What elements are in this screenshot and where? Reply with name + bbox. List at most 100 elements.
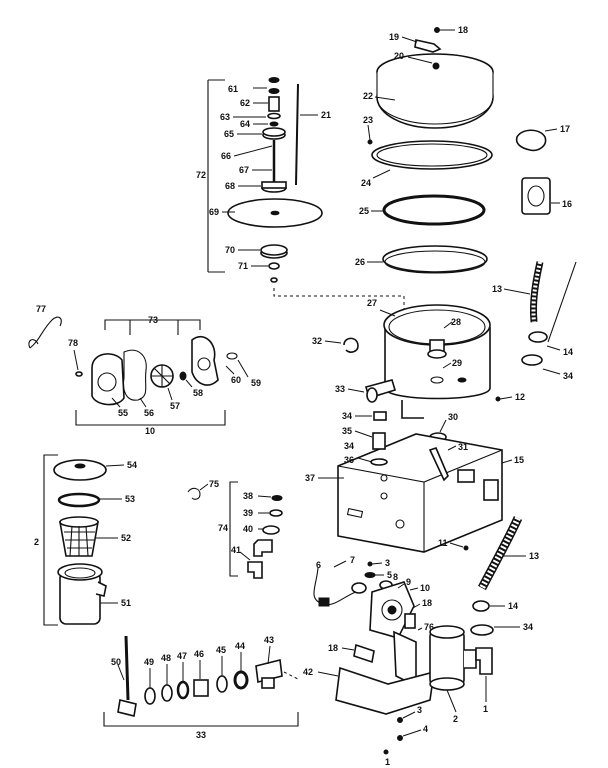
bracket-2 xyxy=(43,454,58,626)
label-43: 43 xyxy=(264,635,274,645)
label-2-housing: 2 xyxy=(453,714,458,724)
label-14-lower: 14 xyxy=(508,601,518,611)
part-14-clamp xyxy=(528,331,548,343)
leader-55 xyxy=(111,397,121,408)
leader-54 xyxy=(105,464,125,467)
part-44 xyxy=(233,670,249,690)
leader-31 xyxy=(447,445,457,451)
distributor-stack xyxy=(207,77,405,312)
right-small-parts xyxy=(503,128,577,375)
label-56: 56 xyxy=(144,408,154,418)
label-50: 50 xyxy=(111,657,121,667)
leader-20 xyxy=(407,56,433,64)
part-61b xyxy=(268,88,280,94)
label-75: 75 xyxy=(209,479,219,489)
part-25-oring xyxy=(382,194,486,226)
leader-27 xyxy=(379,309,396,317)
label-64: 64 xyxy=(240,119,250,129)
part-43-port xyxy=(261,677,275,689)
part-43-body xyxy=(255,659,283,683)
bracket-10 xyxy=(75,410,226,426)
leader-42 xyxy=(317,671,339,677)
part-70-top xyxy=(260,244,288,256)
label-15: 15 xyxy=(514,455,524,465)
label-54: 54 xyxy=(127,460,137,470)
tub-assembly xyxy=(324,304,513,442)
tub-elbow xyxy=(401,400,424,419)
part-52-mesh xyxy=(64,525,95,557)
leader-58 xyxy=(185,379,193,388)
leader-41 xyxy=(239,551,251,561)
part-52-rim xyxy=(59,516,99,528)
label-13-upper: 13 xyxy=(492,284,502,294)
label-34-lower: 34 xyxy=(523,622,533,632)
part-71 xyxy=(268,262,280,270)
part-15-elbow xyxy=(457,469,475,483)
base-cabinet xyxy=(318,411,513,553)
label-18-low: 18 xyxy=(328,643,338,653)
label-13-lower: 13 xyxy=(529,551,539,561)
leader-3b xyxy=(402,711,416,719)
part-19-handle xyxy=(414,39,442,53)
part-65-top xyxy=(262,127,286,137)
part-61 xyxy=(268,77,280,83)
label-77: 77 xyxy=(36,304,46,314)
label-70: 70 xyxy=(225,245,235,255)
volute-eye xyxy=(197,357,211,371)
label-1-bottom: 1 xyxy=(385,757,390,767)
part-51-port xyxy=(95,581,107,597)
label-34-mid2: 34 xyxy=(344,441,354,451)
label-28: 28 xyxy=(451,317,461,327)
label-62: 62 xyxy=(240,98,250,108)
leader-43 xyxy=(267,645,271,665)
part-34b xyxy=(373,411,387,421)
label-26: 26 xyxy=(355,257,365,267)
leader-9 xyxy=(397,583,405,589)
part-46 xyxy=(193,679,209,697)
label-51: 51 xyxy=(121,598,131,608)
part-50-pipe xyxy=(124,635,130,701)
part-41a xyxy=(253,539,273,557)
part-13-hose-lower xyxy=(478,516,523,591)
label-68: 68 xyxy=(225,181,235,191)
part-labels: 18 19 20 22 23 24 25 26 17 16 13 14 34 6… xyxy=(34,25,573,767)
part-54-knob xyxy=(74,463,86,469)
label-55: 55 xyxy=(118,408,128,418)
label-6: 6 xyxy=(316,560,321,570)
label-67: 67 xyxy=(239,165,249,175)
part-4 xyxy=(397,735,403,741)
label-21: 21 xyxy=(321,110,331,120)
label-2-filter: 2 xyxy=(34,537,39,547)
label-17: 17 xyxy=(560,124,570,134)
label-73: 73 xyxy=(148,315,158,325)
label-10: 10 xyxy=(145,426,155,436)
label-18-top: 18 xyxy=(458,25,468,35)
part-24-gasket-inner xyxy=(376,143,488,167)
part-51-inner xyxy=(64,567,96,579)
part-39 xyxy=(269,509,283,517)
part-69-hub xyxy=(270,210,280,216)
part-2-housing xyxy=(429,631,465,685)
leader-29 xyxy=(442,362,452,369)
label-39: 39 xyxy=(243,508,253,518)
leader-59 xyxy=(237,359,249,378)
cabinet-port-1 xyxy=(380,474,388,482)
leader-60 xyxy=(225,365,235,375)
label-52: 52 xyxy=(121,533,131,543)
cabinet-hole xyxy=(395,519,405,529)
part-14b xyxy=(472,600,490,612)
part-29 xyxy=(430,376,444,384)
part-20-knob xyxy=(432,62,440,70)
leader-38 xyxy=(257,495,272,498)
part-3b xyxy=(397,717,403,723)
label-29: 29 xyxy=(452,358,462,368)
label-44: 44 xyxy=(235,641,245,651)
alignment-dash xyxy=(273,288,405,312)
part-18-clip xyxy=(353,643,375,664)
lid-assembly xyxy=(367,27,494,274)
part-7 xyxy=(351,582,367,594)
leader-4 xyxy=(402,729,422,737)
part-34-clamp xyxy=(521,354,543,366)
part-2-bottom xyxy=(429,677,465,691)
